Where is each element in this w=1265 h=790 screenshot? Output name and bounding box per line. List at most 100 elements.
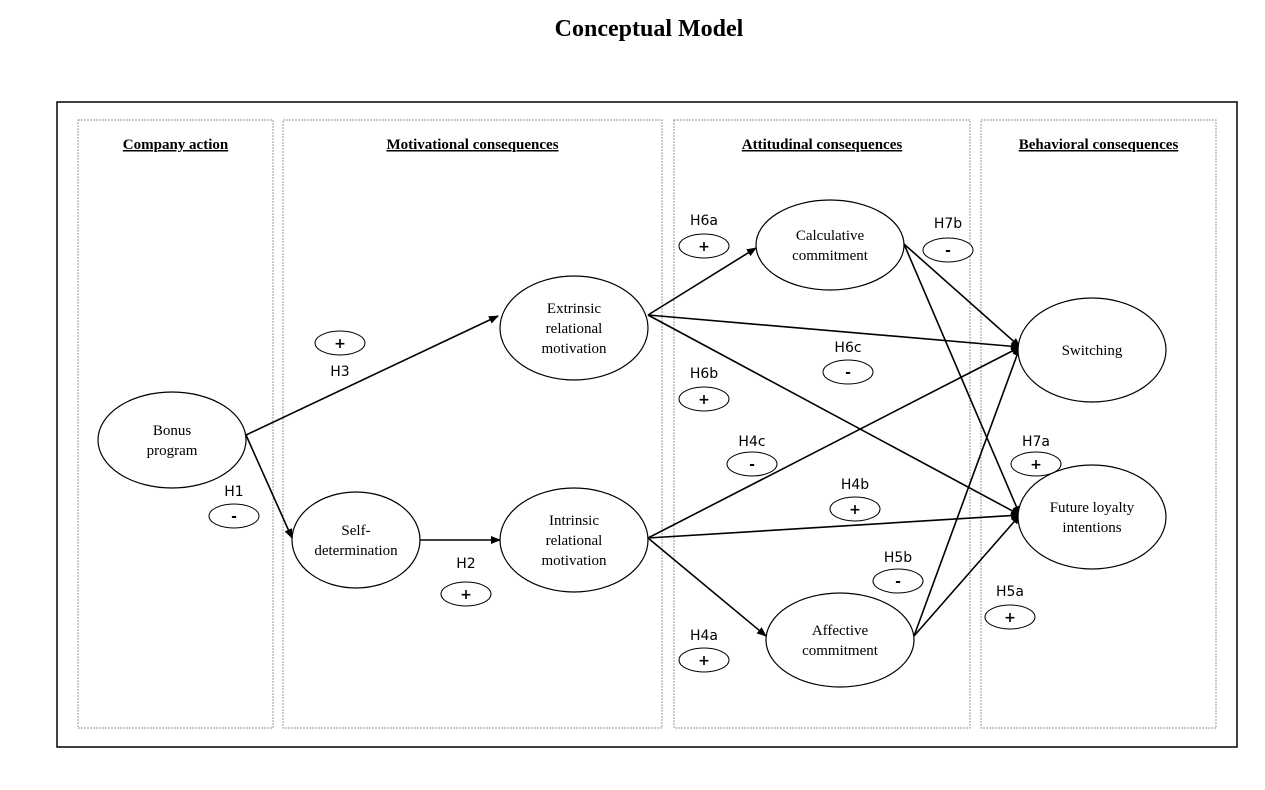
hypothesis-h7a: H7a + (1010, 434, 1062, 477)
path-arrow (647, 537, 767, 637)
hypothesis-label: H4b (841, 477, 869, 493)
panel-border (980, 119, 1217, 729)
sign-oval (822, 359, 874, 385)
node-label: relational (546, 321, 603, 337)
sign-oval (678, 233, 730, 259)
hypothesis-label: H3 (330, 364, 349, 380)
node-label: Future loyalty (1050, 500, 1135, 516)
panel-3: Behavioral consequences (980, 119, 1217, 729)
hypothesis-label: H1 (224, 484, 243, 500)
hypothesis-label: H5b (884, 550, 912, 566)
panel-1: Motivational consequences (282, 119, 663, 729)
sign-oval (440, 581, 492, 607)
node-label: program (147, 443, 198, 459)
node-label: Self- (341, 523, 370, 539)
outer-frame (56, 101, 1238, 748)
panel-header: Company action (123, 137, 229, 153)
path-arrow (647, 511, 1021, 539)
node-label: commitment (802, 643, 879, 659)
hypothesis-label: H6a (690, 213, 718, 229)
hypothesis-sign: + (698, 653, 710, 669)
path-arrow (647, 247, 757, 316)
node-label: commitment (792, 248, 869, 264)
panel-header: Motivational consequences (386, 137, 558, 153)
path-arrow (903, 243, 1021, 348)
hypothesis-label: H4a (690, 628, 718, 644)
sign-oval (678, 647, 730, 673)
node-label: Affective (812, 623, 869, 639)
path-arrow (913, 346, 1021, 637)
path-arrow (647, 314, 1021, 516)
node-switching: Switching (1017, 297, 1167, 403)
hypothesis-label: H7a (1022, 434, 1050, 450)
hypothesis-sign: - (845, 365, 851, 381)
hypothesis-sign: + (1030, 457, 1042, 473)
path-arrow (647, 314, 1021, 351)
sign-oval (678, 386, 730, 412)
hypothesis-h2: H2 + (440, 556, 492, 607)
hypothesis-label: H6b (690, 366, 718, 382)
hypothesis-sign: + (849, 502, 861, 518)
panel-2: Attitudinal consequences (673, 119, 971, 729)
node-label: motivation (542, 553, 607, 569)
hypothesis-h7b: H7b- (922, 216, 974, 263)
sign-oval (829, 496, 881, 522)
node-label: Switching (1062, 343, 1123, 359)
hypothesis-h6b: H6b + (678, 366, 730, 412)
sign-oval (314, 330, 366, 356)
node-label: Bonus (153, 423, 192, 439)
sign-oval (1010, 451, 1062, 477)
node-ellipse (1017, 297, 1167, 403)
sign-oval (984, 604, 1036, 630)
hypothesis-h5a: H5a + (984, 584, 1036, 630)
node-affective: Affective commitment (765, 592, 915, 688)
node-bonus: Bonus program (97, 391, 247, 489)
hypothesis-sign: + (334, 336, 346, 352)
node-label: relational (546, 533, 603, 549)
hypothesis-sign: + (460, 587, 472, 603)
path-arrow (647, 346, 1021, 539)
hypothesis-sign: + (698, 392, 710, 408)
node-ellipse (765, 592, 915, 688)
sign-oval (726, 451, 778, 477)
node-label: Calculative (796, 228, 865, 244)
panel-border (77, 119, 274, 729)
hypothesis-h3: H3 + (314, 330, 366, 380)
path-arrow (913, 514, 1021, 637)
hypothesis-h6a: H6a+ (678, 213, 730, 259)
node-ellipse (499, 275, 649, 381)
hypothesis-label: H2 (456, 556, 475, 572)
hypothesis-sign: + (1004, 610, 1016, 626)
node-ellipse (499, 487, 649, 593)
panel-border (282, 119, 663, 729)
hypothesis-label: H7b (934, 216, 962, 232)
path-arrow (903, 243, 1021, 516)
node-ellipse (97, 391, 247, 489)
sign-oval (208, 503, 260, 529)
panel-0: Company action (77, 119, 274, 729)
panel-header: Attitudinal consequences (742, 137, 903, 153)
hypothesis-h4b: H4b + (829, 477, 881, 522)
hypothesis-h1: H1 - (208, 484, 260, 529)
hypothesis-sign: - (749, 457, 755, 473)
hypothesis-h5b: H5b- (872, 550, 924, 594)
hypothesis-h6c: H6c - (822, 340, 874, 385)
node-ellipse (755, 199, 905, 291)
hypothesis-label: H5a (996, 584, 1024, 600)
node-ellipse (291, 491, 421, 589)
node-label: motivation (542, 341, 607, 357)
hypothesis-label: H6c (834, 340, 861, 356)
panel-border (673, 119, 971, 729)
node-self: Self-determination (291, 491, 421, 589)
node-label: determination (314, 543, 398, 559)
sign-oval (922, 237, 974, 263)
hypothesis-sign: - (231, 509, 237, 525)
node-calculative: Calculative commitment (755, 199, 905, 291)
panel-header: Behavioral consequences (1019, 137, 1179, 153)
node-ellipse (1017, 464, 1167, 570)
